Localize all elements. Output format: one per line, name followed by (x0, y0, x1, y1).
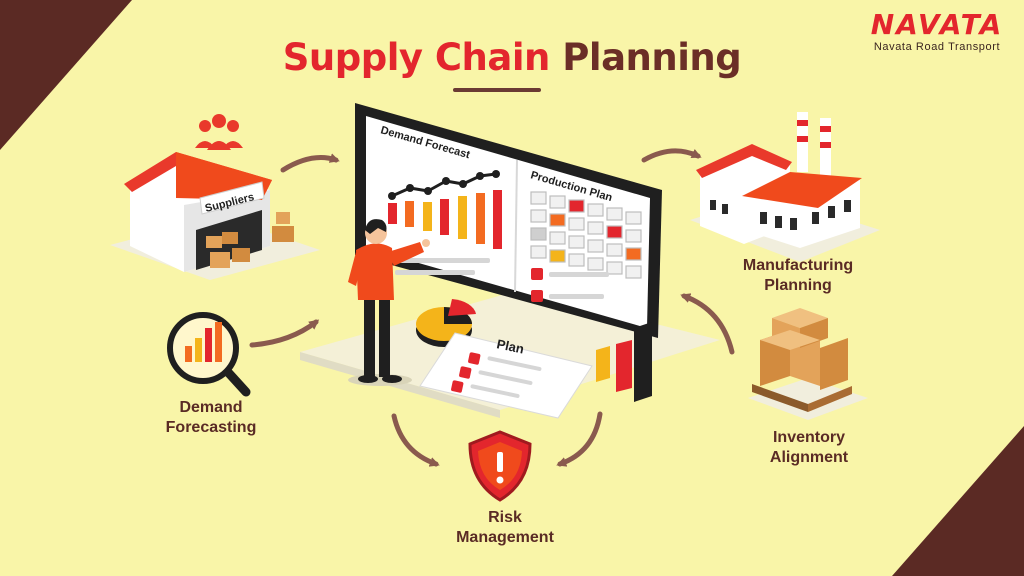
inventory-boxes-icon (748, 308, 868, 420)
label-risk-management: Risk Management (456, 509, 554, 546)
person-presenting (348, 219, 430, 386)
factory-icon (690, 112, 880, 262)
title-part-1: Supply Chain (282, 36, 551, 79)
production-plan-grid (530, 191, 642, 279)
title-part-2: Planning (562, 36, 742, 79)
title-underline (453, 88, 541, 92)
page-title: Supply Chain Planning (0, 36, 1024, 79)
bar-blocks-icon (596, 322, 652, 402)
flow-arrows (249, 148, 735, 467)
label-manufacturing-planning: Manufacturing Planning (742, 257, 854, 294)
supplier-warehouse: Suppliers (110, 152, 320, 280)
label-demand-forecasting: Demand Forecasting (165, 399, 257, 436)
people-icon (195, 114, 243, 150)
plan-sheet-title: Plan (495, 336, 525, 356)
label-inventory-alignment: Inventory Alignment (769, 429, 849, 466)
magnifier-chart-icon (167, 312, 251, 397)
plan-sheet: Plan (419, 332, 593, 419)
monitor: Demand Forecast Production Plan (355, 103, 662, 338)
demand-forecast-bars (388, 190, 502, 249)
corner-bottom-right (892, 426, 1024, 576)
brand-logo: NAVATA Navata Road Transport (862, 8, 1012, 54)
risk-shield-icon (468, 430, 532, 502)
logo-wordmark: NAVATA (870, 8, 1004, 41)
brand-tagline: Navata Road Transport (873, 41, 1001, 53)
corner-top-left (0, 0, 132, 150)
